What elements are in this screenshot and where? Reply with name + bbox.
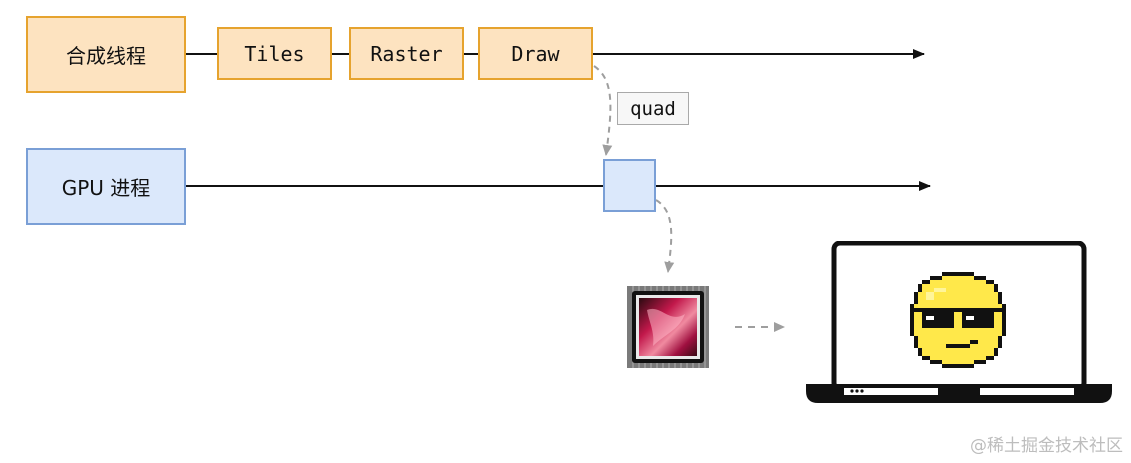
watermark: @稀土掘金技术社区 bbox=[970, 436, 1123, 456]
quad-message-label: quad bbox=[630, 97, 676, 120]
gpu-to-chip-dashed-arrow bbox=[655, 199, 675, 273]
tiles-step-label: Tiles bbox=[244, 41, 305, 66]
tiles-step-box: Tiles bbox=[217, 27, 332, 80]
draw-step-label: Draw bbox=[511, 41, 560, 66]
gpu-process-label: GPU 进程 bbox=[61, 176, 151, 200]
raster-step-label: Raster bbox=[370, 41, 443, 66]
gpu-chip-icon bbox=[627, 286, 709, 368]
quad-dashed-arrow bbox=[593, 65, 613, 156]
quad-message-tag: quad bbox=[617, 92, 689, 125]
sunglasses-smiley-icon bbox=[910, 272, 1006, 368]
compositor-thread-box: 合成线程 bbox=[26, 16, 186, 93]
gpu-process-box: GPU 进程 bbox=[26, 148, 186, 225]
gpu-frame-box bbox=[603, 159, 656, 212]
draw-step-box: Draw bbox=[478, 27, 593, 80]
raster-step-box: Raster bbox=[349, 27, 464, 80]
compositor-thread-label: 合成线程 bbox=[66, 44, 146, 68]
